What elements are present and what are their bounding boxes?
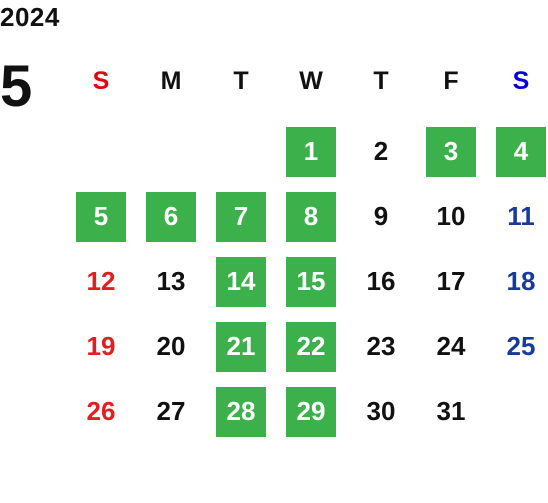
day-cell: 27: [136, 379, 206, 444]
day-cell: 9: [346, 184, 416, 249]
highlighted-day: 8: [286, 191, 336, 242]
highlighted-day: 21: [216, 321, 266, 372]
day-cell: 5: [66, 184, 136, 249]
weekday-thursday: T: [373, 66, 389, 95]
day-number: 20: [156, 331, 186, 361]
highlighted-day: 29: [286, 386, 336, 437]
highlighted-day: 28: [216, 386, 266, 437]
weekday-saturday: S: [512, 66, 530, 95]
empty-cell: [66, 119, 136, 184]
day-number: 17: [436, 266, 466, 296]
highlighted-day: 3: [426, 126, 476, 177]
highlighted-day: 7: [216, 191, 266, 242]
empty-cell: [486, 379, 548, 444]
day-number: 25: [506, 331, 536, 361]
weekday-monday: M: [160, 66, 182, 95]
day-cell: 29: [276, 379, 346, 444]
day-cell: 7: [206, 184, 276, 249]
day-cell: 6: [136, 184, 206, 249]
day-cell: 22: [276, 314, 346, 379]
weekday-wednesday: W: [299, 66, 323, 95]
day-cell: 19: [66, 314, 136, 379]
day-number: 12: [86, 266, 116, 296]
day-cell: 1: [276, 119, 346, 184]
day-cell: 3: [416, 119, 486, 184]
empty-cell: [136, 119, 206, 184]
day-cell: 8: [276, 184, 346, 249]
year-label: 2024: [0, 2, 60, 32]
day-number: 30: [366, 396, 396, 426]
day-number: 13: [156, 266, 186, 296]
day-cell: 31: [416, 379, 486, 444]
month-number: 5: [0, 54, 33, 119]
weekday-friday: F: [443, 66, 459, 95]
day-cell: 2: [346, 119, 416, 184]
day-cell: 20: [136, 314, 206, 379]
day-cell: 18: [486, 249, 548, 314]
day-cell: 10: [416, 184, 486, 249]
weekday-sunday: S: [92, 66, 110, 95]
day-cell: 11: [486, 184, 548, 249]
highlighted-day: 4: [496, 126, 546, 177]
day-cell: 25: [486, 314, 548, 379]
day-cell: 16: [346, 249, 416, 314]
day-cell: 26: [66, 379, 136, 444]
day-cell: 28: [206, 379, 276, 444]
day-number: 9: [373, 201, 389, 231]
day-number: 23: [366, 331, 396, 361]
day-cell: 23: [346, 314, 416, 379]
day-number: 19: [86, 331, 116, 361]
day-cell: 15: [276, 249, 346, 314]
highlighted-day: 22: [286, 321, 336, 372]
day-number: 26: [86, 396, 116, 426]
day-number: 24: [436, 331, 466, 361]
highlighted-day: 1: [286, 126, 336, 177]
day-cell: 14: [206, 249, 276, 314]
empty-cell: [206, 119, 276, 184]
day-number: 27: [156, 396, 186, 426]
day-number: 31: [436, 396, 466, 426]
day-cell: 13: [136, 249, 206, 314]
highlighted-day: 15: [286, 256, 336, 307]
highlighted-day: 6: [146, 191, 196, 242]
day-cell: 24: [416, 314, 486, 379]
day-number: 2: [373, 136, 389, 166]
day-cell: 21: [206, 314, 276, 379]
day-cell: 4: [486, 119, 548, 184]
day-cell: 30: [346, 379, 416, 444]
day-cell: 12: [66, 249, 136, 314]
day-number: 10: [436, 201, 466, 231]
highlighted-day: 5: [76, 191, 126, 242]
weekday-tuesday: T: [233, 66, 249, 95]
day-number: 16: [366, 266, 396, 296]
day-number: 18: [506, 266, 536, 296]
highlighted-day: 14: [216, 256, 266, 307]
day-cell: 17: [416, 249, 486, 314]
day-number: 11: [507, 201, 535, 231]
